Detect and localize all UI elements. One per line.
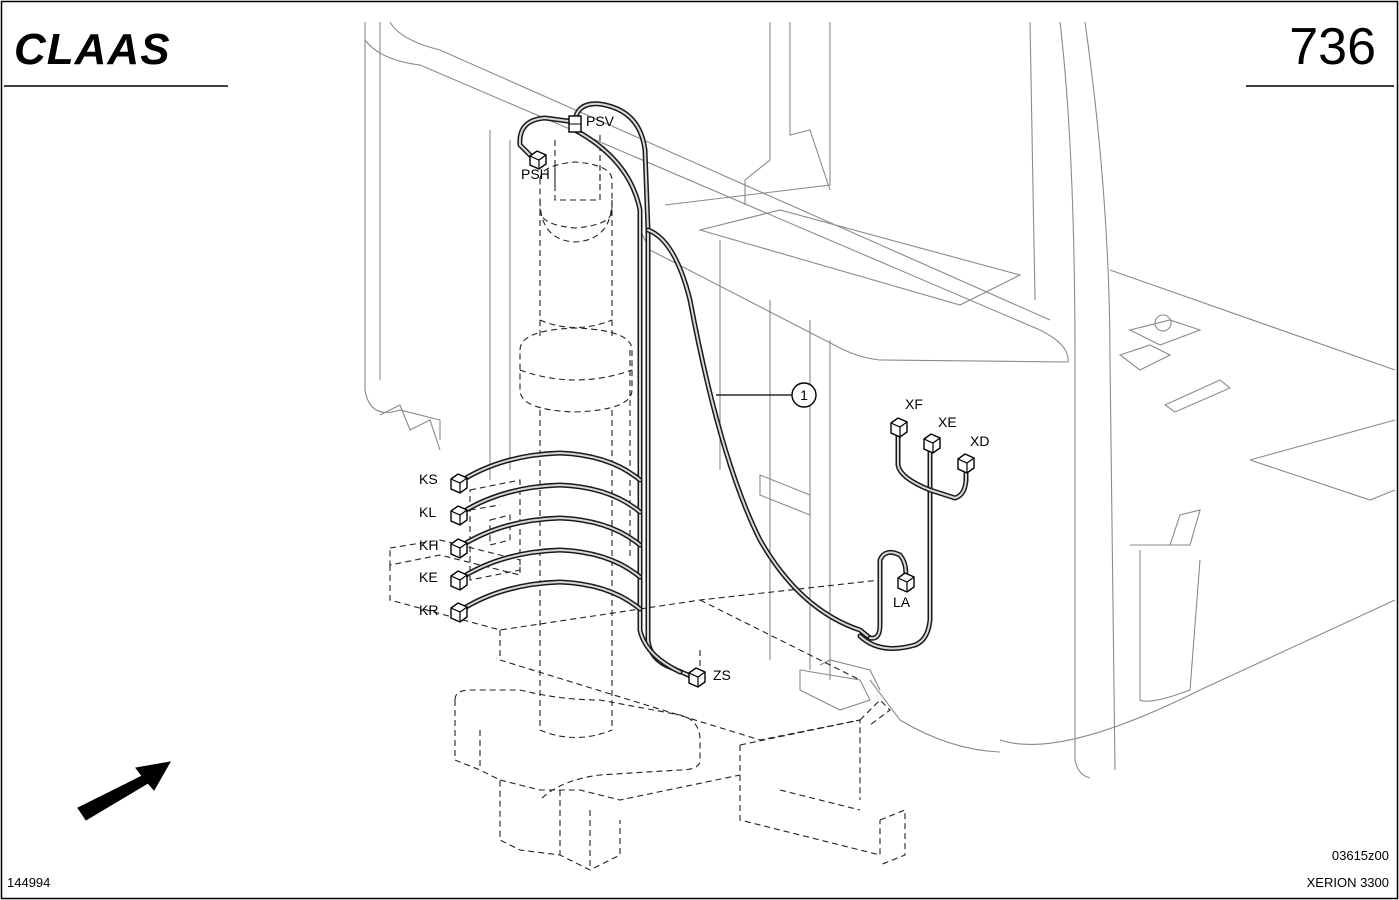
connector-ke <box>450 570 468 591</box>
drawing-code: 03615z00 <box>1332 848 1389 863</box>
callout-circle <box>791 382 817 408</box>
connectors <box>450 115 975 688</box>
callout-number: 1 <box>800 387 808 403</box>
label-psh: PSH <box>521 166 550 182</box>
brand-logo: CLAAS <box>14 25 171 74</box>
connector-xd <box>957 453 975 474</box>
connector-kr <box>450 602 468 623</box>
label-kh: KH <box>419 537 438 553</box>
cable-harness <box>455 101 969 681</box>
connector-zs <box>688 667 706 688</box>
label-kl: KL <box>419 504 436 520</box>
connector-la <box>897 572 915 593</box>
machine-outline <box>364 21 1396 779</box>
connector-kl <box>450 505 468 526</box>
connector-kh <box>450 538 468 559</box>
label-la: LA <box>893 594 911 610</box>
label-kr: KR <box>419 602 438 618</box>
direction-arrow-icon <box>77 761 171 821</box>
connector-xe <box>923 433 941 454</box>
frame-hidden-lines <box>389 135 906 871</box>
label-xd: XD <box>970 433 989 449</box>
connector-ks <box>450 473 468 494</box>
label-psv: PSV <box>586 113 615 129</box>
connector-psh <box>529 150 547 170</box>
label-ke: KE <box>419 569 438 585</box>
connector-psv <box>568 115 582 133</box>
label-zs: ZS <box>713 667 731 683</box>
callout-1: 1 <box>716 382 817 408</box>
doc-number: 144994 <box>7 875 50 890</box>
label-xf: XF <box>905 396 923 412</box>
model-name: XERION 3300 <box>1307 875 1389 890</box>
connector-labels: PSV PSH KS KL KH KE KR ZS XF XE XD LA <box>419 113 989 683</box>
page-number: 736 <box>1289 18 1376 76</box>
connector-xf <box>890 417 908 438</box>
label-ks: KS <box>419 471 438 487</box>
label-xe: XE <box>938 414 957 430</box>
